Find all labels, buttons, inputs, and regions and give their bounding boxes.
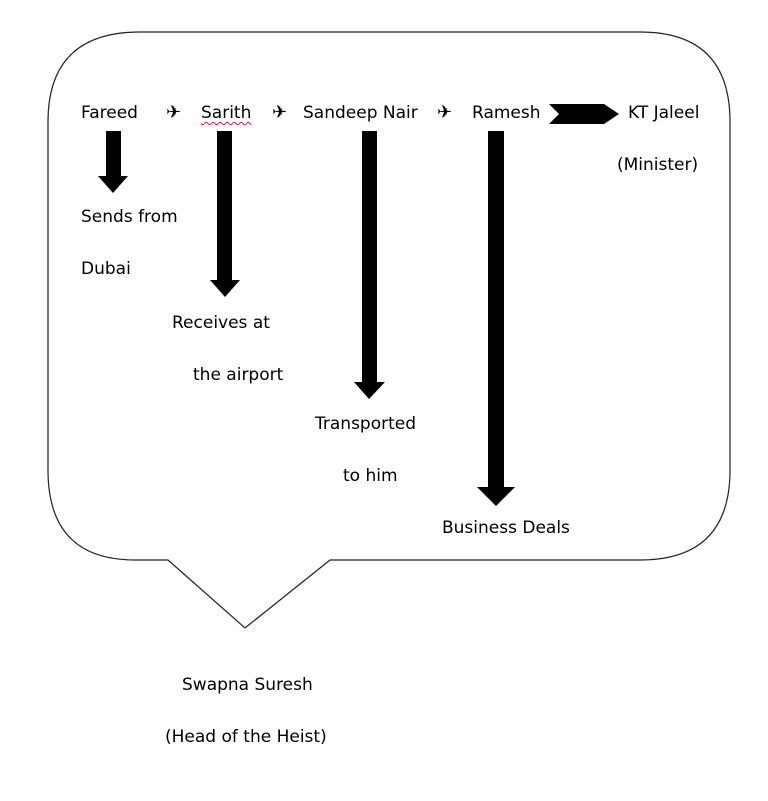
name-fareed: Fareed (81, 103, 138, 123)
sandeep-role-line1: Transported (315, 414, 417, 434)
name-sarith: Sarith (201, 103, 252, 123)
fareed-down-arrow (98, 131, 128, 193)
name-sandeep-nair: Sandeep Nair (303, 103, 418, 123)
sandeep-down-arrow (354, 131, 385, 399)
label-minister: (Minister) (617, 155, 699, 175)
sandeep-role-line2: to him (343, 466, 398, 486)
fareed-role-line1: Sends from (81, 207, 178, 227)
head-title: (Head of the Heist) (165, 727, 327, 747)
ramesh-down-arrow (477, 131, 515, 506)
name-ramesh: Ramesh (472, 103, 541, 123)
plane-icon-3: ✈ (437, 102, 453, 123)
sarith-role-line1: Receives at (172, 313, 270, 333)
ramesh-role: Business Deals (442, 518, 570, 538)
name-kt-jaleel: KT Jaleel (628, 103, 700, 123)
speech-bubble (47, 31, 731, 629)
chevron-right-arrow (549, 104, 619, 124)
sarith-down-arrow (210, 131, 240, 297)
sarith-role-line2: the airport (193, 365, 284, 385)
plane-icon-2: ✈ (272, 102, 288, 123)
plane-icon-1: ✈ (166, 102, 182, 123)
fareed-role-line2: Dubai (81, 259, 131, 279)
head-name: Swapna Suresh (182, 675, 313, 695)
